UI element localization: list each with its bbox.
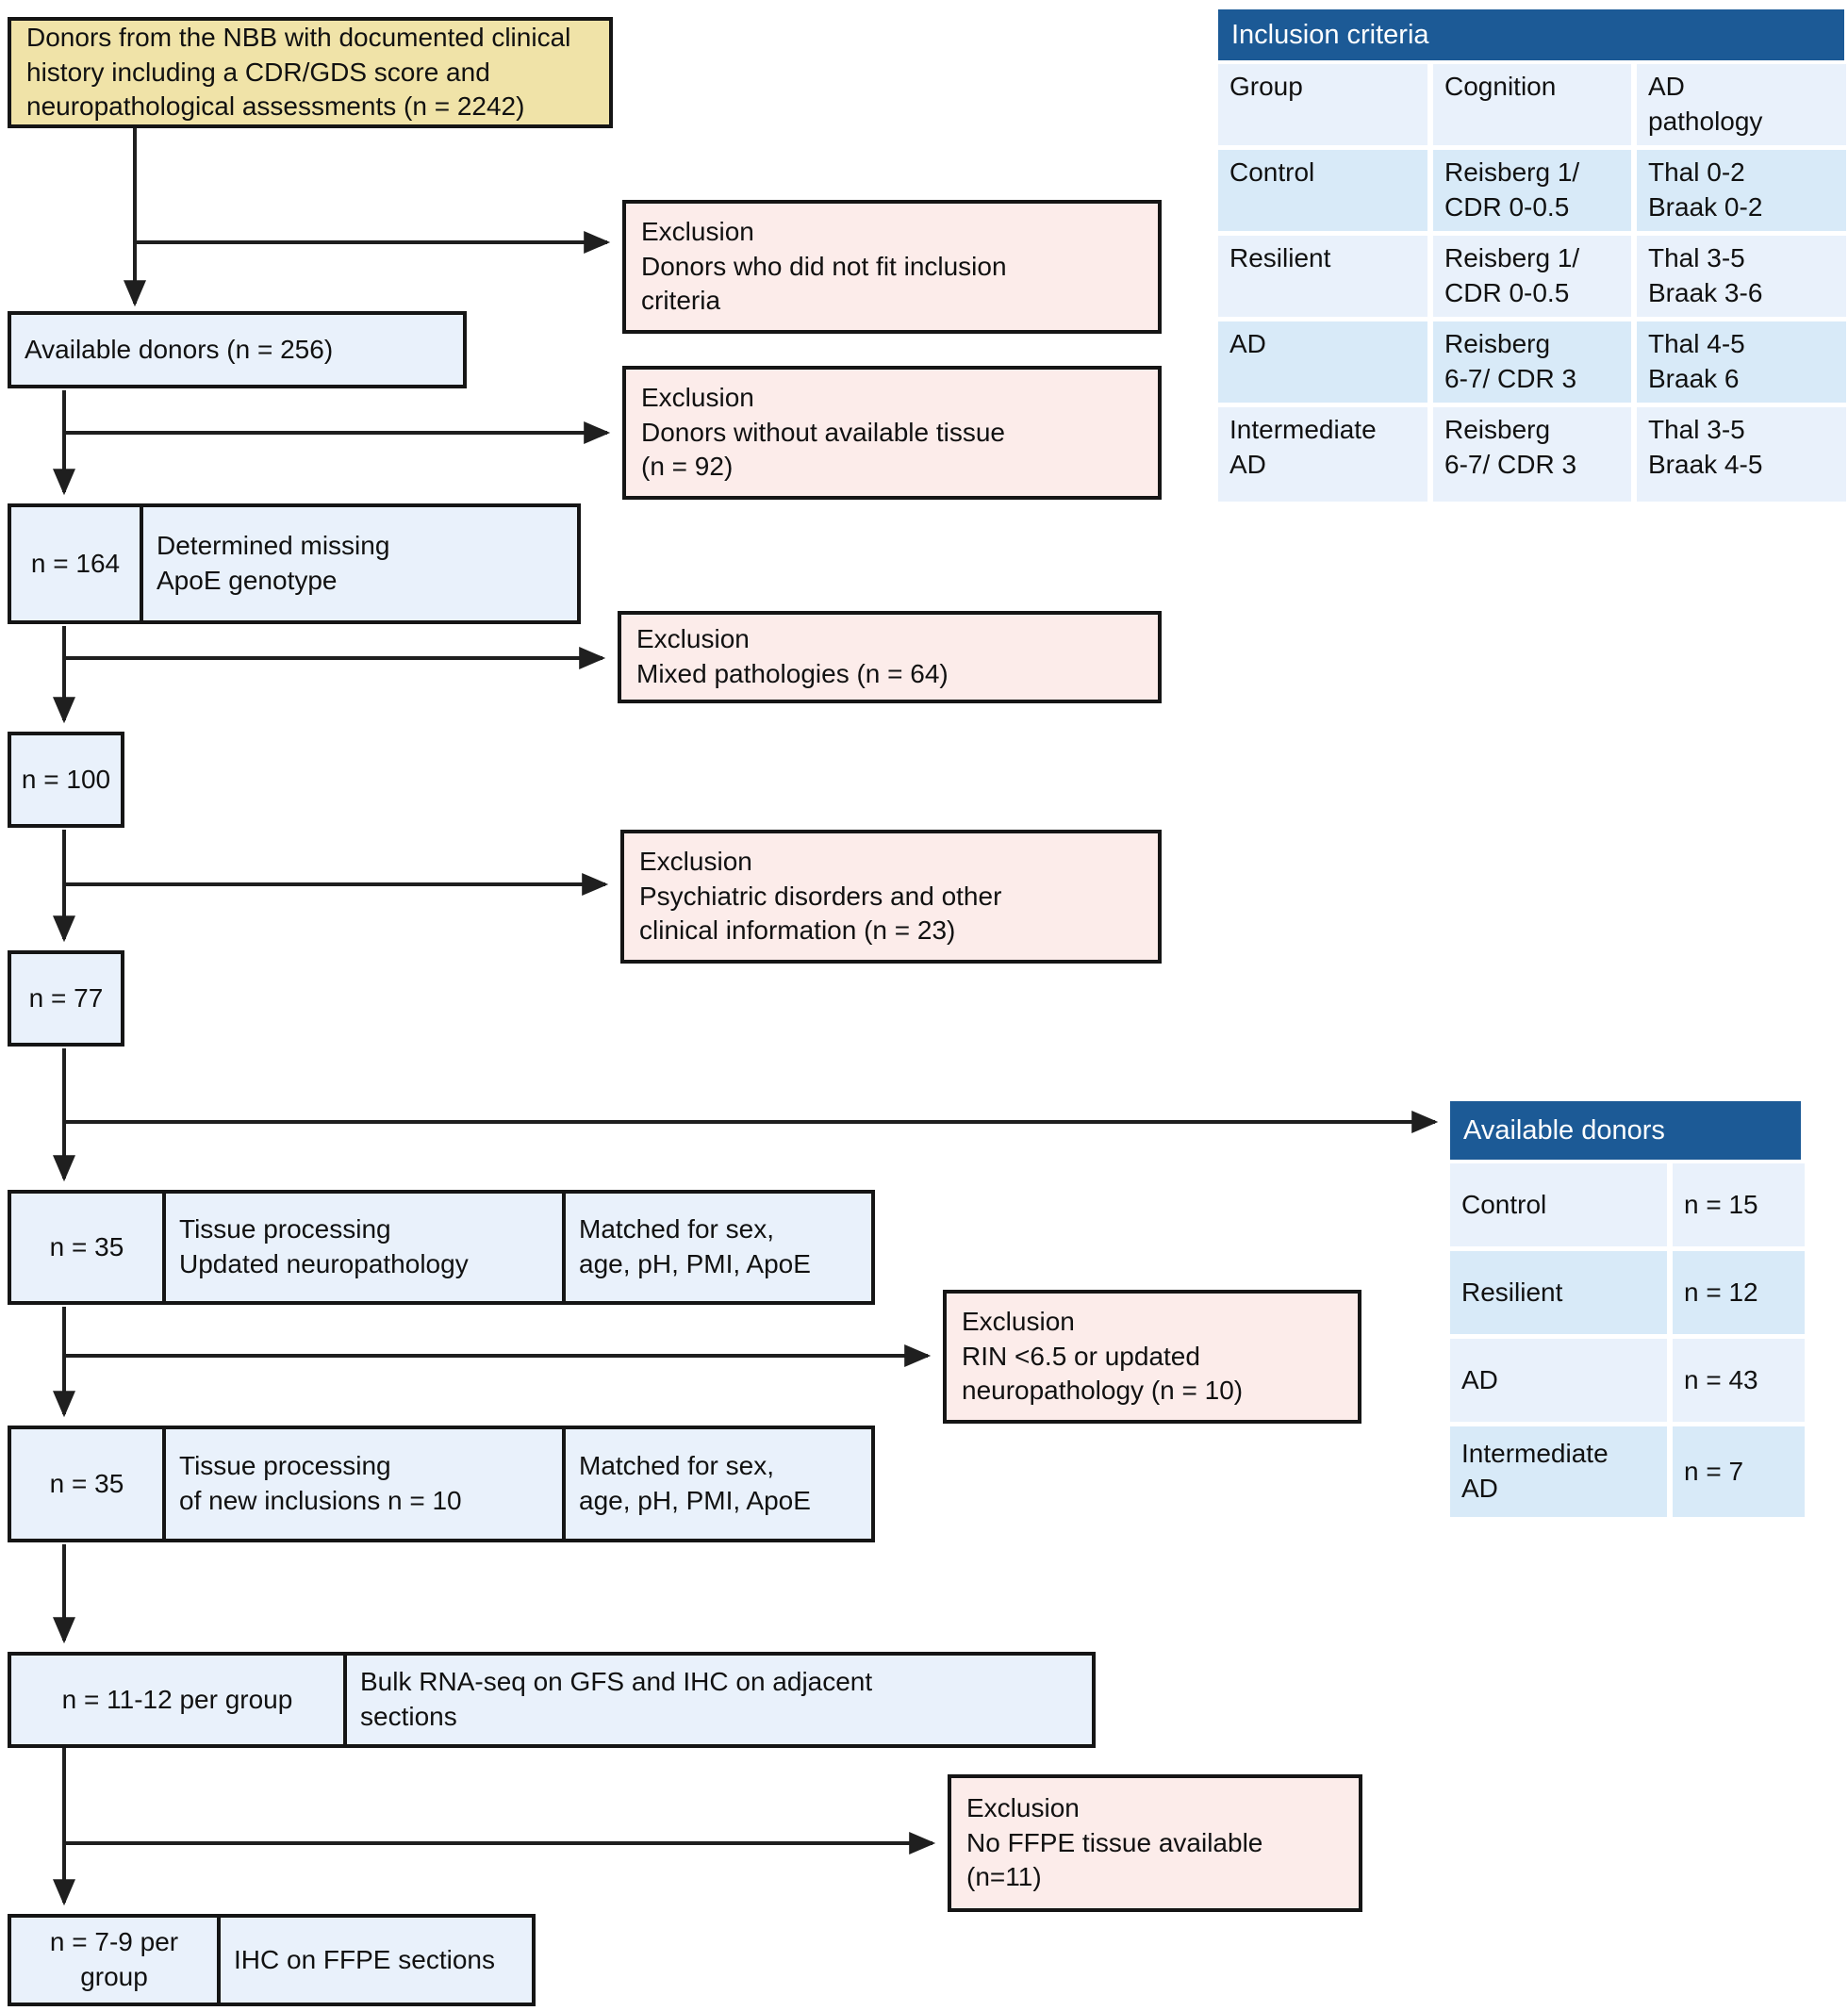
n79-count: n = 7-9 per group bbox=[8, 1914, 221, 2006]
pathology-cell: Thal 4-5 Braak 6 bbox=[1637, 321, 1846, 403]
n35-first-row: n = 35 Tissue processing Updated neuropa… bbox=[8, 1190, 875, 1305]
exclusion-reason: Donors who did not fit inclusion criteri… bbox=[641, 251, 1007, 316]
n79-description: IHC on FFPE sections bbox=[217, 1914, 536, 2006]
n35a-description: Tissue processing Updated neuropathology bbox=[162, 1190, 566, 1305]
available-donors-grid: Control n = 15 Resilient n = 12 AD n = 4… bbox=[1450, 1163, 1805, 1517]
exclusion-box-inclusion-criteria: Exclusion Donors who did not fit inclusi… bbox=[622, 200, 1162, 334]
exclusion-reason: No FFPE tissue available (n=11) bbox=[966, 1827, 1263, 1892]
exclusion-label: Exclusion bbox=[636, 624, 750, 654]
pathology-cell: Thal 3-5 Braak 3-6 bbox=[1637, 236, 1846, 317]
n35b-matching: Matched for sex, age, pH, PMI, ApoE bbox=[562, 1426, 875, 1542]
exclusion-reason: Donors without available tissue (n = 92) bbox=[641, 417, 1005, 482]
count-cell: n = 7 bbox=[1673, 1426, 1805, 1517]
column-header-cognition: Cognition bbox=[1433, 64, 1631, 145]
available-donors-title: Available donors bbox=[1450, 1101, 1801, 1160]
exclusion-label: Exclusion bbox=[641, 216, 754, 246]
n35a-count: n = 35 bbox=[8, 1190, 166, 1305]
exclusion-box-no-tissue: Exclusion Donors without available tissu… bbox=[622, 366, 1162, 500]
cognition-cell: Reisberg 1/ CDR 0-0.5 bbox=[1433, 236, 1631, 317]
group-cell: AD bbox=[1218, 321, 1427, 403]
n1112-count: n = 11-12 per group bbox=[8, 1652, 347, 1748]
exclusion-box-rin: Exclusion RIN <6.5 or updated neuropatho… bbox=[943, 1290, 1361, 1424]
cognition-cell: Reisberg 6-7/ CDR 3 bbox=[1433, 321, 1631, 403]
inclusion-criteria-title: Inclusion criteria bbox=[1218, 9, 1844, 60]
n100-box: n = 100 bbox=[8, 732, 124, 828]
group-cell: Resilient bbox=[1218, 236, 1427, 317]
n35-second-row: n = 35 Tissue processing of new inclusio… bbox=[8, 1426, 875, 1542]
pathology-cell: Thal 3-5 Braak 4-5 bbox=[1637, 407, 1846, 502]
group-cell: Intermediate AD bbox=[1450, 1426, 1667, 1517]
inclusion-criteria-grid: Group Cognition AD pathology Control Rei… bbox=[1218, 64, 1846, 502]
group-cell: Control bbox=[1218, 150, 1427, 231]
available-donors-box: Available donors (n = 256) bbox=[8, 311, 467, 388]
cognition-cell: Reisberg 6-7/ CDR 3 bbox=[1433, 407, 1631, 502]
n35a-matching: Matched for sex, age, pH, PMI, ApoE bbox=[562, 1190, 875, 1305]
pathology-cell: Thal 0-2 Braak 0-2 bbox=[1637, 150, 1846, 231]
exclusion-reason: Psychiatric disorders and other clinical… bbox=[639, 881, 1002, 946]
group-cell: Resilient bbox=[1450, 1251, 1667, 1334]
exclusion-box-mixed-pathologies: Exclusion Mixed pathologies (n = 64) bbox=[618, 611, 1162, 703]
exclusion-label: Exclusion bbox=[639, 846, 752, 876]
ihc-row: n = 7-9 per group IHC on FFPE sections bbox=[8, 1914, 536, 2006]
rnaseq-row: n = 11-12 per group Bulk RNA-seq on GFS … bbox=[8, 1652, 1096, 1748]
exclusion-label: Exclusion bbox=[966, 1792, 1080, 1822]
n77-box: n = 77 bbox=[8, 950, 124, 1047]
cognition-cell: Reisberg 1/ CDR 0-0.5 bbox=[1433, 150, 1631, 231]
n35b-count: n = 35 bbox=[8, 1426, 166, 1542]
group-cell: Intermediate AD bbox=[1218, 407, 1427, 502]
source-donors-box: Donors from the NBB with documented clin… bbox=[8, 17, 613, 128]
inclusion-criteria-table: Inclusion criteria Group Cognition AD pa… bbox=[1218, 9, 1846, 502]
exclusion-box-no-ffpe: Exclusion No FFPE tissue available (n=11… bbox=[948, 1774, 1362, 1912]
count-cell: n = 12 bbox=[1673, 1251, 1805, 1334]
column-header-group: Group bbox=[1218, 64, 1427, 145]
n1112-description: Bulk RNA-seq on GFS and IHC on adjacent … bbox=[343, 1652, 1096, 1748]
available-donors-table: Available donors Control n = 15 Resilien… bbox=[1450, 1101, 1805, 1517]
exclusion-reason: Mixed pathologies (n = 64) bbox=[636, 659, 949, 688]
column-header-pathology: AD pathology bbox=[1637, 64, 1846, 145]
n164-count: n = 164 bbox=[8, 503, 143, 624]
count-cell: n = 15 bbox=[1673, 1163, 1805, 1246]
n164-row: n = 164 Determined missing ApoE genotype bbox=[8, 503, 581, 624]
exclusion-label: Exclusion bbox=[962, 1306, 1075, 1336]
exclusion-box-psychiatric: Exclusion Psychiatric disorders and othe… bbox=[620, 830, 1162, 964]
group-cell: Control bbox=[1450, 1163, 1667, 1246]
n164-description: Determined missing ApoE genotype bbox=[140, 503, 581, 624]
exclusion-label: Exclusion bbox=[641, 382, 754, 412]
count-cell: n = 43 bbox=[1673, 1339, 1805, 1422]
n35b-description: Tissue processing of new inclusions n = … bbox=[162, 1426, 566, 1542]
exclusion-reason: RIN <6.5 or updated neuropathology (n = … bbox=[962, 1341, 1244, 1406]
group-cell: AD bbox=[1450, 1339, 1667, 1422]
